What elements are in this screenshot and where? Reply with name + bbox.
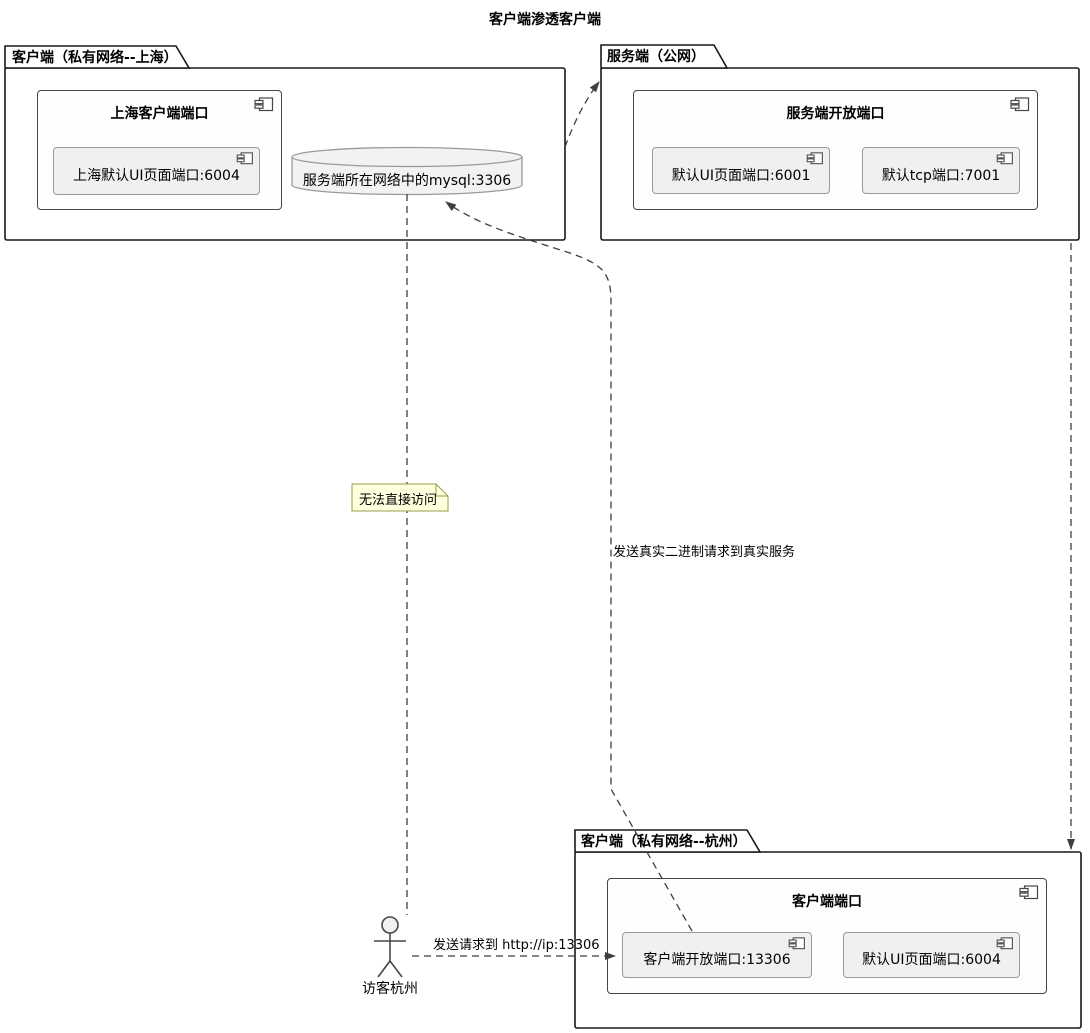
component-title: 服务端开放端口 [786,106,885,122]
package-title-server: 服务端（公网） [607,49,705,65]
actor-label: 访客杭州 [362,981,418,997]
component-label: 客户端开放端口:13306 [643,952,791,968]
component-title: 上海客户端端口 [110,106,209,122]
component-label: 默认UI页面端口:6004 [862,952,1001,968]
component-icon [788,937,805,950]
component-label: 默认UI页面端口:6001 [671,167,811,184]
component-label: 上海默认UI页面端口:6004 [73,168,240,184]
database-cylinder-top [291,146,523,168]
component-icon [996,937,1013,950]
edge-openport-to-mysql [445,201,693,932]
component-label: 默认tcp端口:7001 [881,167,1001,184]
component-icon [996,152,1013,165]
component-hangzhou-open-port: 客户端开放端口:13306 [622,932,812,978]
component-icon [806,152,823,165]
component-icon [1010,97,1030,112]
edge-label-visitor-request: 发送请求到 http://ip:13306 [433,938,600,953]
edge-label-binary-request: 发送真实二进制请求到真实服务 [613,545,796,560]
component-server-ui-port: 默认UI页面端口:6001 [652,147,830,194]
package-title-hangzhou: 客户端（私有网络--杭州） [581,834,747,850]
package-title-shanghai: 客户端（私有网络--上海） [12,50,178,66]
component-shanghai-ui-port: 上海默认UI页面端口:6004 [53,147,260,195]
component-icon [1019,885,1039,900]
component-server-tcp-port: 默认tcp端口:7001 [862,147,1020,194]
component-title: 客户端端口 [792,894,862,910]
edge-shanghai-to-server [564,81,600,148]
database-label: 服务端所在网络中的mysql:3306 [302,173,512,189]
actor-figure [374,916,406,978]
note: 无法直接访问 [359,492,438,508]
diagram-title: 客户端渗透客户端 [489,12,601,28]
component-hangzhou-ui-port: 默认UI页面端口:6004 [843,932,1020,978]
component-icon [236,152,253,165]
component-icon [254,97,274,112]
